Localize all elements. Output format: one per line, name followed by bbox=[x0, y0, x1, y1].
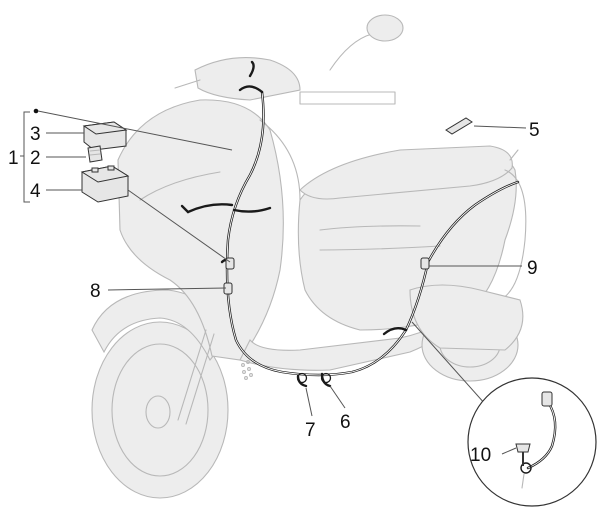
battery-part bbox=[80, 165, 130, 203]
clip-9 bbox=[420, 257, 430, 270]
leader-lines bbox=[20, 125, 527, 417]
callout-10: 10 bbox=[470, 445, 491, 466]
protective-strip-part bbox=[445, 117, 473, 135]
callout-1: 1 bbox=[8, 148, 19, 169]
scooter-outline bbox=[91, 14, 527, 499]
screw-part bbox=[515, 443, 531, 466]
leader-group bbox=[37, 110, 233, 151]
battery-cover-part bbox=[82, 121, 128, 151]
wiring-harness bbox=[180, 60, 520, 377]
callout-5: 5 bbox=[529, 120, 540, 141]
callout-6: 6 bbox=[340, 412, 351, 433]
callout-labels: 1 2 3 4 5 6 7 8 9 10 bbox=[8, 120, 540, 466]
callout-3: 3 bbox=[30, 124, 41, 145]
callout-8: 8 bbox=[90, 281, 101, 302]
detail-inset bbox=[467, 377, 597, 507]
callout-4: 4 bbox=[30, 181, 41, 202]
group-bracket bbox=[23, 111, 30, 203]
vent-grille bbox=[241, 360, 253, 380]
group-dot bbox=[33, 108, 39, 114]
callout-7: 7 bbox=[305, 420, 316, 441]
callout-9: 9 bbox=[527, 258, 538, 279]
callout-2: 2 bbox=[30, 148, 41, 169]
battery-terminal-part bbox=[87, 145, 103, 163]
